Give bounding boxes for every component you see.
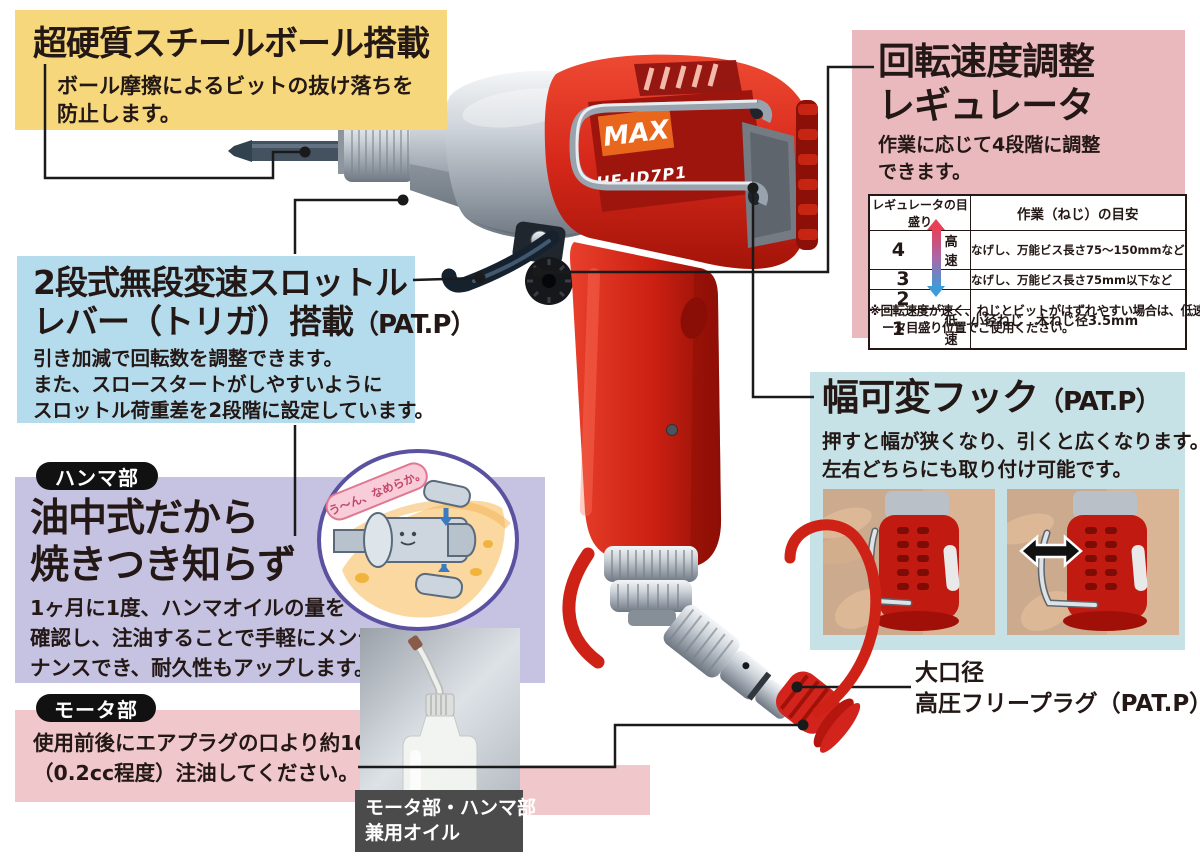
regulator-footnote: ※回転速度が速く、ねじとビットがはずれやすい場合は、低速のレギュレ ータ目盛り位… [869, 303, 1200, 335]
callout-motor: 使用前後にエアプラグの口より約10滴 （0.2cc程度）注油してください。 [15, 710, 411, 802]
hammer-cartoon: う〜ん、なめらか。 [317, 449, 519, 631]
regulator-body: 作業に応じて4段階に調整 できます。 [878, 134, 1101, 183]
regulator-title: 回転速度調整 レギュレータ [878, 40, 1095, 127]
tool-body: MAX HF-ID7P1 [544, 54, 818, 269]
hammer-badge: ハンマ部 [36, 462, 158, 490]
hook-photo-pulled [1007, 489, 1179, 635]
callout-steel-ball: 超硬質スチールボール搭載 ボール摩擦によるビットの抜け落ちを 防止します。 [15, 10, 447, 130]
steel-ball-title: 超硬質スチールボール搭載 [33, 24, 430, 64]
steel-ball-body: ボール摩擦によるビットの抜け落ちを 防止します。 [57, 74, 414, 126]
air-coupler [604, 546, 797, 719]
motor-badge: モータ部 [36, 694, 156, 722]
hammer-title: 油中式だから 焼きつき知らず [30, 496, 296, 588]
grip-strap [562, 547, 605, 669]
callout-hook: 幅可変フック（PAT.P） 押すと幅が狭くなり、引くと広くなります。 左右どちら… [810, 372, 1200, 650]
driver-bit [228, 140, 354, 162]
cap-tether-strap [784, 519, 882, 718]
hook-photo-pushed [823, 489, 995, 635]
width-arrow-icon [1019, 534, 1083, 568]
callout-regulator: 回転速度調整 レギュレータ 作業に応じて4段階に調整 できます。 レギュレータの… [852, 30, 1200, 350]
handle-grip [570, 242, 722, 569]
oil-bottle-label: モータ部・ハンマ部 兼用オイル [355, 790, 536, 852]
table-header-scale: レギュレータの目盛り [868, 194, 972, 231]
table-header-task: 作業（ねじ）の目安 [970, 194, 1186, 231]
hook-body: 押すと幅が狭くなり、引くと広くなります。 左右どちらにも取り付け可能です。 [822, 430, 1200, 481]
speed-gradient-arrow [927, 219, 945, 297]
throttle-title: 2段式無段変速スロットル レバー（トリガ）搭載（PAT.P） [33, 263, 476, 341]
table-row: 2 小径ねじ 木ねじ径3.5mm [868, 289, 1186, 350]
bit-holder-chuck [338, 118, 414, 182]
throttle-body: 引き加減で回転数を調整できます。 また、スロースタートがしやすいように スロット… [33, 347, 435, 422]
motor-body: 使用前後にエアプラグの口より約10滴 （0.2cc程度）注油してください。 [33, 731, 390, 785]
cartoon-hammer-mechanism [333, 479, 493, 599]
table-row: 3 なげし、万能ビス長さ75mm以下など [868, 269, 1186, 290]
hammer-body: 1ヶ月に1度、ハンマオイルの量を 確認し、注油することで手軽にメンテ ナンスでき… [30, 596, 378, 680]
hook-title: 幅可変フック（PAT.P） [822, 376, 1161, 419]
plug-label: 大口径 高圧フリープラグ（PAT.P） [915, 660, 1200, 717]
callout-throttle: 2段式無段変速スロットル レバー（トリガ）搭載（PAT.P） 引き加減で回転数を… [17, 256, 476, 423]
